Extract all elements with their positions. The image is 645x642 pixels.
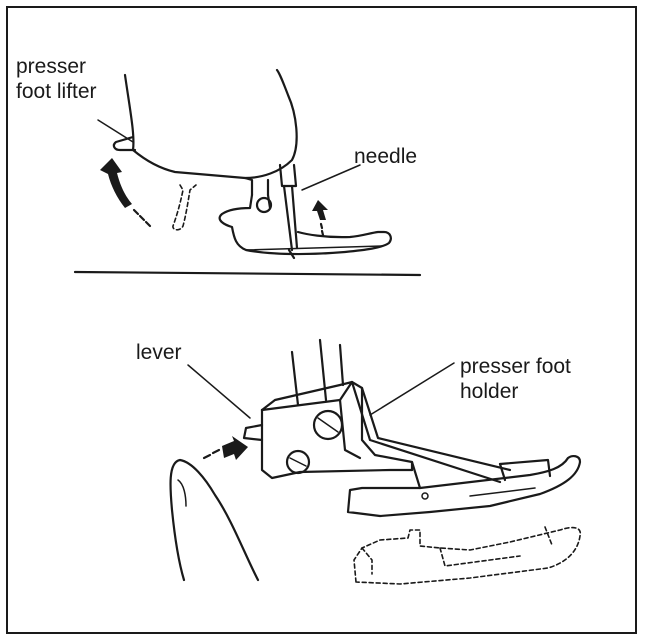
leader-presser-foot-holder <box>369 362 455 416</box>
detached-foot-outline <box>353 526 582 585</box>
fingernail <box>177 479 187 507</box>
label-presser-foot-lifter: presser foot lifter <box>16 54 97 104</box>
needle-assembly <box>278 163 299 260</box>
curved-arrow-up-icon <box>100 158 152 228</box>
needle-bar-rods <box>290 338 345 407</box>
label-presser-foot-lifter-line2: foot lifter <box>16 80 97 103</box>
label-lever: lever <box>136 341 182 364</box>
bottom-presser-foot <box>346 455 582 518</box>
arrow-right-icon <box>202 436 248 460</box>
leader-lever <box>187 364 251 419</box>
finger <box>169 458 260 582</box>
leader-needle <box>301 164 361 191</box>
top-presser-foot <box>218 193 392 256</box>
lever-tab <box>242 423 264 442</box>
lifter-lowered-outline <box>172 184 197 231</box>
label-presser-foot-holder-line2: holder <box>460 380 519 403</box>
screws <box>285 409 344 475</box>
arrow-up-icon <box>312 200 328 237</box>
presser-foot-holder-body <box>260 380 512 484</box>
label-presser-foot-holder: presser foot holder <box>460 354 571 404</box>
machine-head <box>112 68 298 197</box>
label-needle: needle <box>354 145 418 168</box>
label-presser-foot-lifter-line1: presser <box>16 55 87 78</box>
leader-presser-foot-lifter <box>97 119 134 143</box>
diagram-frame <box>6 6 637 634</box>
machine-bed-line <box>73 270 422 277</box>
label-presser-foot-holder-line1: presser foot <box>460 355 571 378</box>
